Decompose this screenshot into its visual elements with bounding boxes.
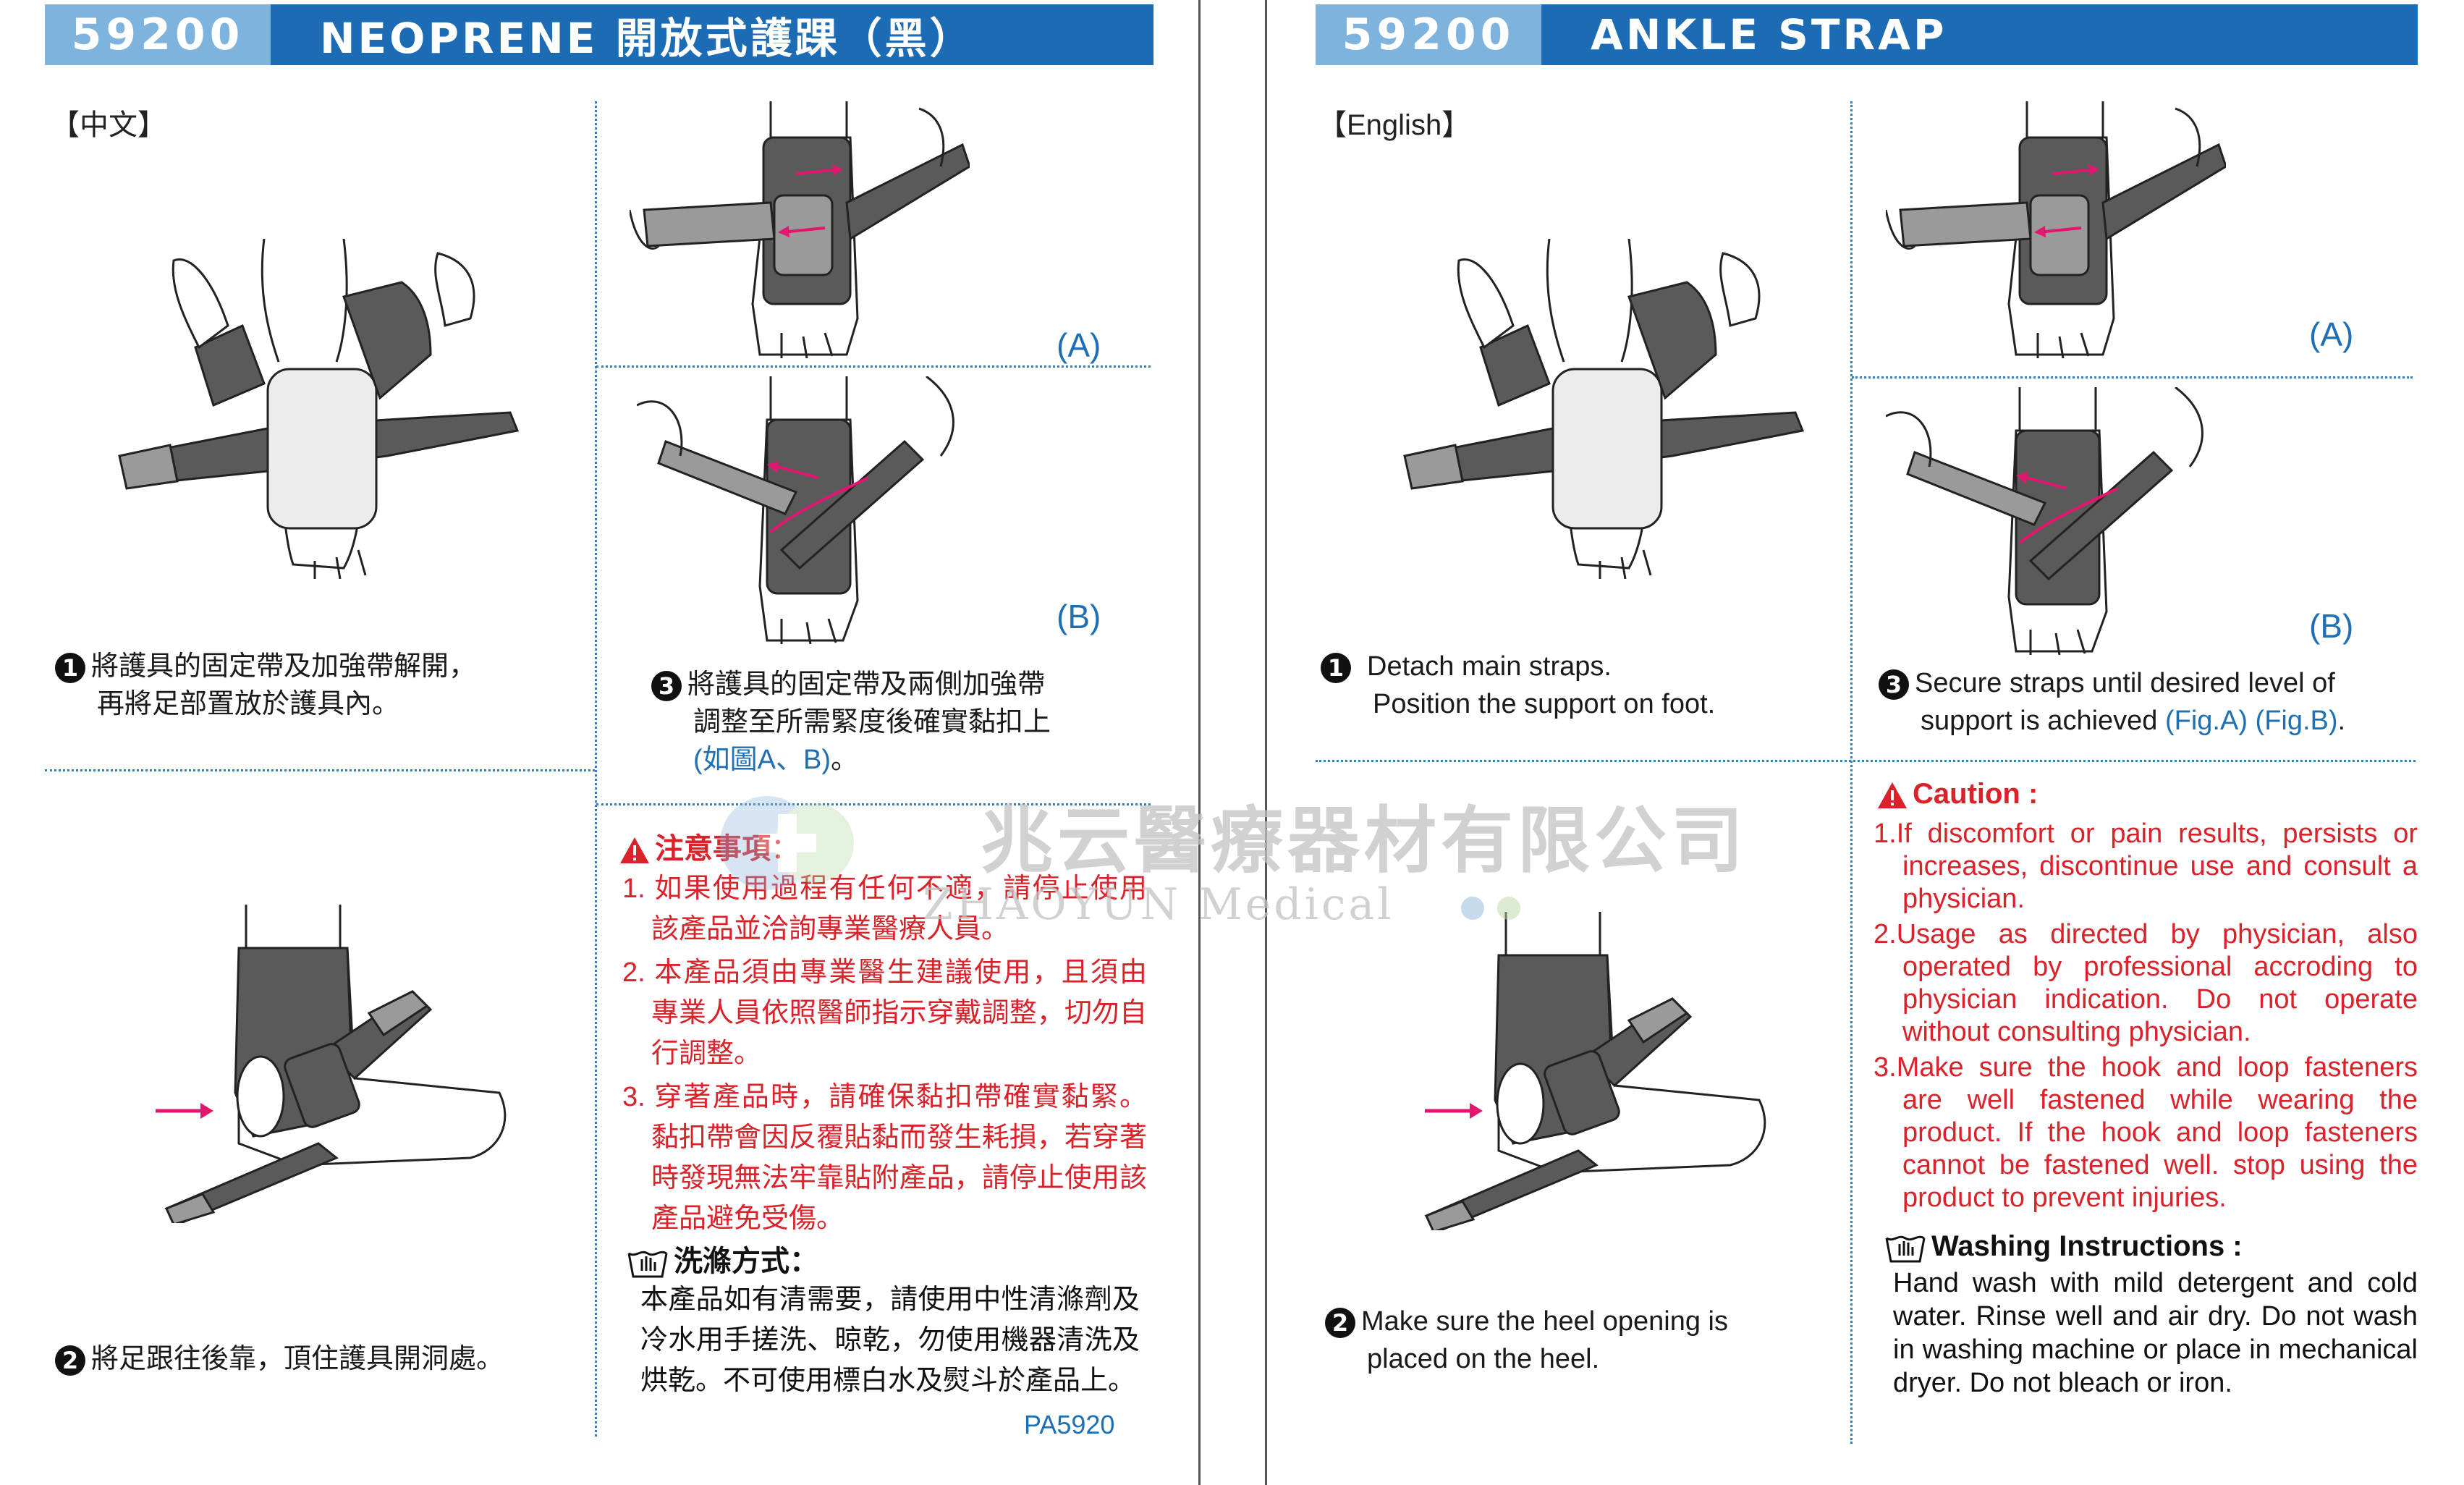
step-number-badge: 2 [1325,1307,1355,1338]
section-divider [1316,760,2416,762]
washing-title: 洗滌方式： [674,1245,818,1277]
figure-a-label: (A) [1057,326,1101,364]
page-header: 59200 ANKLE STRAP [1316,4,2418,65]
step-3-line-end: 。 [831,745,859,775]
step-number-badge: 3 [1879,669,1909,700]
figure-b-label: (B) [2309,607,2354,645]
caution-title-suffix: ： [771,833,800,865]
section-divider [1852,376,2413,378]
caution-item: 1. 如果使用過程有任何不適，請停止使用該產品並洽詢專業醫療人員。 [622,873,1147,944]
step-number-badge: 1 [1321,652,1351,683]
figure-a-label: (A) [2309,316,2354,353]
warning-triangle-icon [1878,782,1907,809]
step-number-badge: 1 [55,652,85,683]
language-label: 【English】 [1318,109,1471,141]
watermark-company-name: 兆云醫療器材有限公司 [981,798,1748,883]
product-code-badge: 59200 [45,4,271,65]
step-1-line-2: Position the support on foot. [1373,689,1716,719]
step-3-figure-reference: (Fig.A) (Fig.B) [2164,706,2338,736]
caution-heading: 注意事項： [619,825,800,867]
watermark-logo-icon [720,796,854,890]
figure-b-label: (B) [1057,598,1101,635]
arrow-icon [1425,1103,1483,1119]
page-title: NEOPRENE 開放式護踝（黑） [271,4,1153,65]
figure-b-strap-crossed [1886,387,2203,655]
section-divider [596,803,1151,805]
hand-wash-icon [627,1251,668,1278]
step-3-line-1: Secure straps until desired level of [1915,668,2335,698]
washing-text: 本產品如有清需要，請使用中性清滌劑及冷水用手搓洗、晾乾，勿使用機器清洗及烘乾。不… [640,1285,1140,1396]
watermark-dots-icon [1461,897,1520,920]
watermark-english-name: ZHAOYUN Medical [923,879,1394,930]
step-1-line-1: Detach main straps. [1367,651,1612,682]
hand-wash-icon [1885,1236,1926,1263]
figure-a-strap-secured [630,101,970,358]
step-2-line-1: Make sure the heel opening is [1361,1306,1728,1337]
caution-item: 3.Make sure the hook and loop fasteners … [1874,1052,2418,1213]
caution-heading: Caution : [1876,778,2038,811]
arrow-icon [156,1103,213,1119]
section-divider [45,769,595,771]
page-title: ANKLE STRAP [1541,4,2418,65]
step-number-badge: 2 [55,1345,85,1376]
figure-heel-position [164,905,507,1223]
column-divider [1850,101,1853,1444]
caution-item: 2.Usage as directed by physician, also o… [1874,919,2418,1047]
english-instruction-page: 59200 ANKLE STRAP 【English】 1 Detach main… [1265,0,2464,1485]
step-1-line-1: 將護具的固定帶及加強帶解開， [91,651,477,682]
product-code-badge: 59200 [1316,4,1541,65]
section-divider [596,365,1151,368]
page-header: 59200 NEOPRENE 開放式護踝（黑） [45,4,1153,65]
step-2-line-2: placed on the heel. [1367,1344,1600,1374]
washing-heading: 洗滌方式： [626,1238,818,1279]
figure-detach-straps [1403,239,1805,579]
washing-heading: Washing Instructions : [1884,1230,2243,1264]
product-code-footer: PA5920 [1024,1410,1115,1439]
step-2-text: 將足跟往後靠，頂住護具開洞處。 [91,1344,504,1374]
step-3-line-1: 將護具的固定帶及兩側加強帶 [687,669,1046,700]
figure-a-strap-secured [1886,101,2226,358]
column-divider [595,101,597,1437]
caution-list: 1. 如果使用過程有任何不適，請停止使用該產品並洽詢專業醫療人員。 2. 本產品… [622,868,1147,1242]
step-3-line-end: . [2337,706,2346,736]
caution-title: Caution : [1913,778,2038,810]
figure-heel-position [1424,912,1766,1230]
caution-item: 2. 本產品須由專業醫生建議使用，且須由專業人員依照醫師指示穿戴調整，切勿自行調… [622,957,1147,1069]
figure-b-strap-crossed [637,376,954,644]
caution-item: 1.If discomfort or pain results, persist… [1874,818,2418,914]
step-1: 1 Detach main straps. Position the suppor… [1321,648,1715,723]
caution-item: 3. 穿著產品時，請確保黏扣帶確實黏緊。黏扣帶會因反覆貼黏而發生耗損，若穿著時發… [622,1082,1147,1234]
step-1-line-2: 再將足部置放於護具內。 [97,689,400,719]
step-number-badge: 3 [651,670,682,701]
warning-triangle-icon [620,837,649,864]
step-3-figure-reference: (如圖A、B) [693,745,831,775]
step-3-line-2: support is achieved [1921,706,2165,736]
washing-text: Hand wash with mild detergent and cold w… [1893,1268,2418,1398]
caution-title: 注意事項 [655,833,771,865]
washing-title: Washing Instructions : [1931,1230,2243,1262]
step-3-line-2: 調整至所需緊度後確實黏扣上 [693,707,1051,737]
caution-list: 1.If discomfort or pain results, persist… [1874,818,2418,1217]
figure-detach-straps [118,239,520,579]
language-label: 【中文】 [51,109,166,141]
